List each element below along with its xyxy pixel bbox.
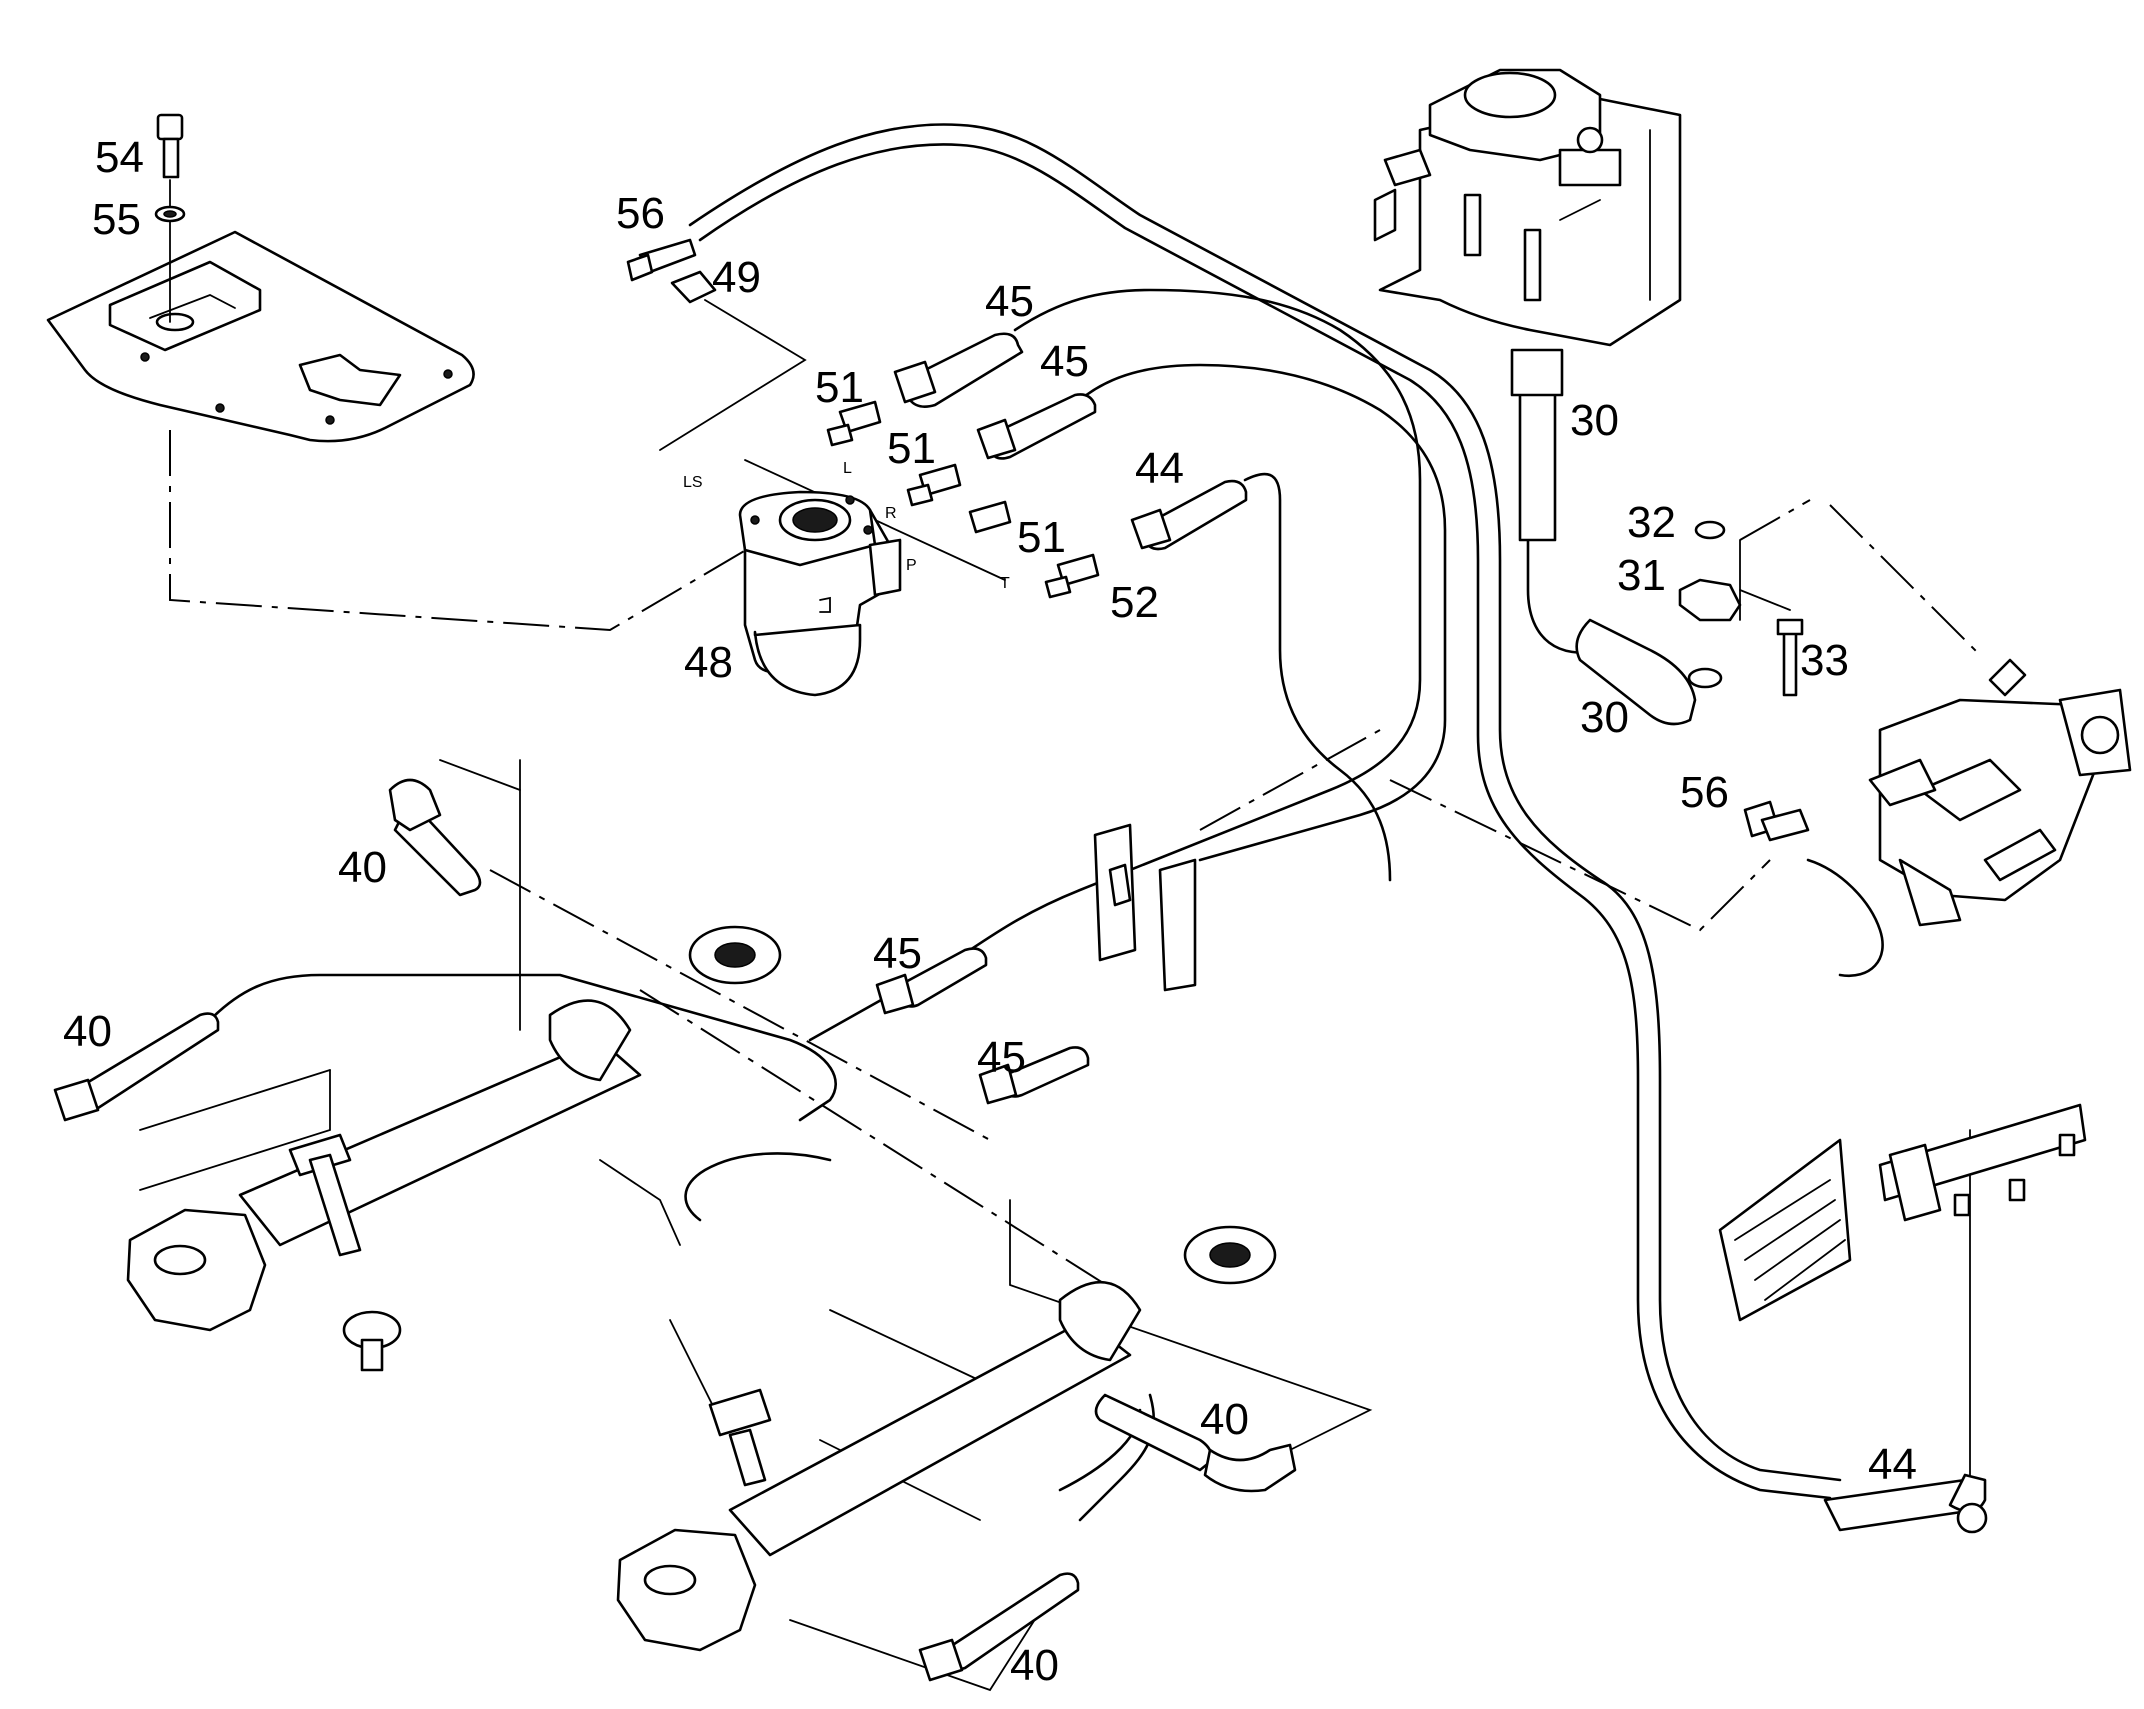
hose-routing-lines [208,123,1884,1522]
clamp-bracket-icon [1093,823,1197,992]
port-l-label: L [843,460,852,477]
port-t-label: T [1000,575,1010,592]
callout-45-middle: 45 [873,929,922,978]
callout-52: 52 [1110,578,1159,627]
callout-31: 31 [1617,551,1666,600]
bolt-icon [156,113,184,323]
callout-45-top: 45 [985,277,1034,326]
callout-48: 48 [684,638,733,687]
callout-32: 32 [1627,498,1676,547]
fitting-icon [626,238,1810,842]
callout-56-right: 56 [1680,768,1729,817]
port-r-label: R [885,505,897,522]
callout-44-top: 44 [1135,444,1184,493]
callout-54: 54 [95,133,144,182]
port-p-label: P [906,557,917,574]
valve-block-icon [1373,68,1682,347]
pump-icon [1868,658,2132,927]
callout-40-bottom: 40 [1010,1641,1059,1690]
dash-dot-leaders [169,430,1981,1301]
port-ls-label: LS [683,474,703,491]
callout-40-left: 40 [63,1007,112,1056]
callout-51-a: 51 [815,363,864,412]
callout-33: 33 [1800,636,1849,685]
callout-44-bottom: 44 [1868,1440,1917,1489]
callout-55: 55 [92,195,141,244]
hose-icon [53,778,1988,1682]
callout-45-second: 45 [1040,337,1089,386]
callout-40-top: 40 [338,843,387,892]
callout-30-bottom: 30 [1580,693,1629,742]
valve-block-icon [1718,1103,2087,1322]
washer-icon [154,205,186,223]
callout-45-lower: 45 [977,1033,1026,1082]
callout-40-right: 40 [1200,1395,1249,1444]
port-labels: LS L R P T [683,460,1010,592]
callout-30-top: 30 [1570,396,1619,445]
hose-icon [875,332,1564,1105]
callout-56-top: 56 [616,189,665,238]
steering-unit-icon [738,490,902,697]
callout-51-b: 51 [887,424,936,473]
hydraulic-cylinder-icon [126,925,782,1372]
part-callouts: 54 55 56 49 45 45 51 51 51 44 52 48 30 3… [63,133,1917,1690]
callout-51-c: 51 [1017,513,1066,562]
clamp-bracket-icon [1575,520,1804,726]
hydraulic-cylinder-icon [616,1225,1277,1652]
callout-49: 49 [712,253,761,302]
mounting-plate-icon [46,230,475,443]
construction-lines [139,299,1971,1692]
